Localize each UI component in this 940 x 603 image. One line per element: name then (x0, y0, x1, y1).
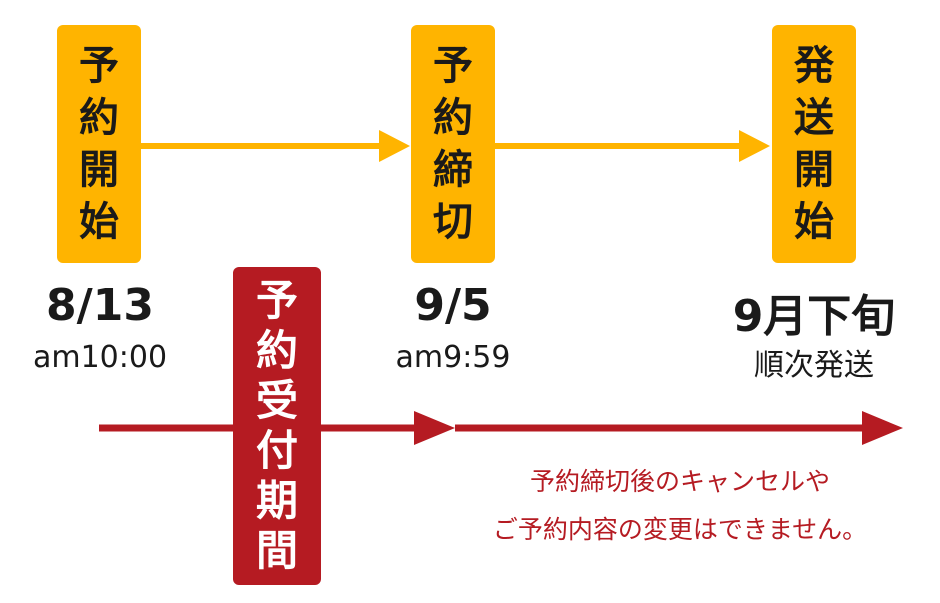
milestone-date-3: 9月下旬 (732, 291, 896, 342)
milestone-label-char: 切 (433, 199, 473, 245)
milestone-label-char: 始 (794, 199, 834, 245)
cancellation-note-line-1: 予約締切後のキャンセルや (529, 467, 830, 496)
yellow-arrow-1-head (379, 130, 410, 162)
milestone-label-char: 締 (433, 147, 473, 193)
milestone-date-1: 8/13 (46, 280, 154, 331)
milestone-box-reservation-start: 予 約 開 始 (57, 25, 141, 263)
milestone-label-char: 発 (794, 43, 834, 89)
period-label-char: 期 (255, 476, 298, 525)
milestone-date-2: 9/5 (414, 280, 492, 331)
milestone-label-char: 始 (79, 199, 119, 245)
period-label-char: 受 (255, 376, 298, 425)
reservation-period-box: 予 約 受 付 期 間 (233, 267, 321, 585)
milestone-note-3: 順次発送 (754, 348, 874, 383)
milestone-label-char: 約 (79, 95, 119, 141)
period-label-char: 付 (255, 426, 298, 475)
milestone-label-char: 送 (794, 95, 834, 141)
milestone-time-2: am9:59 (395, 340, 511, 375)
cancellation-note-line-2: ご予約内容の変更はできません。 (492, 515, 868, 544)
milestone-label-char: 開 (794, 147, 834, 193)
milestone-box-shipping-start: 発 送 開 始 (772, 25, 856, 263)
red-arrow-1-head (414, 411, 455, 445)
period-label-char: 間 (255, 526, 298, 575)
milestone-time-1: am10:00 (32, 340, 168, 375)
yellow-arrow-2-head (739, 130, 770, 162)
period-label-char: 約 (255, 326, 298, 375)
milestone-label-char: 予 (433, 43, 473, 89)
milestone-box-reservation-deadline: 予 約 締 切 (411, 25, 495, 263)
milestone-label-char: 開 (79, 147, 119, 193)
period-label-char: 予 (255, 276, 298, 325)
milestone-label-char: 予 (79, 43, 119, 89)
red-arrow-2-head (862, 411, 903, 445)
milestone-label-char: 約 (433, 95, 473, 141)
